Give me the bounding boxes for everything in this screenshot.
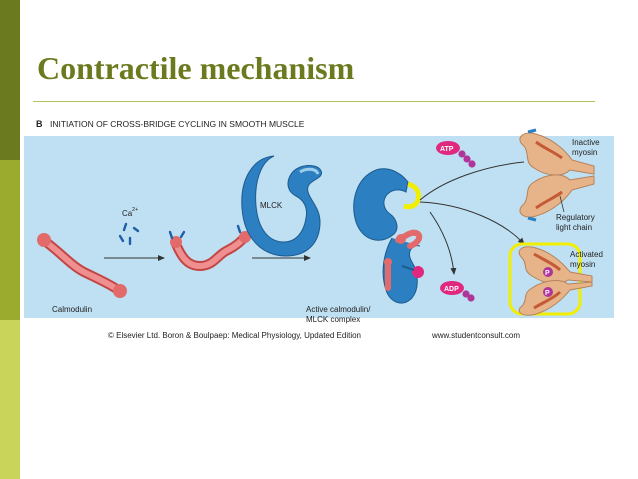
figure-website: www.studentconsult.com xyxy=(431,331,520,340)
calcium-ions xyxy=(118,222,140,246)
title-divider xyxy=(33,101,595,102)
inactive-label-line2: myosin xyxy=(572,148,597,157)
arrow-atp-in xyxy=(419,161,525,201)
activated-myosin xyxy=(508,242,593,316)
adp-label: ADP xyxy=(444,286,459,293)
calcium-charge: 2+ xyxy=(132,207,138,213)
active-mlck-complex xyxy=(353,168,424,304)
inactive-myosin xyxy=(519,128,595,222)
complex-label-line2: MLCK complex xyxy=(306,315,360,324)
calmodulin-molecule xyxy=(37,233,127,298)
sidebar-segment-dark xyxy=(0,0,20,160)
regulatory-label-line2: light chain xyxy=(556,223,592,232)
calmodulin-label: Calmodulin xyxy=(52,305,92,314)
adp-molecule xyxy=(440,281,475,302)
phosphate-label-upper: P xyxy=(545,270,550,277)
mlck-label: MLCK xyxy=(260,201,283,210)
figure-caption: INITIATION OF CROSS-BRIDGE CYCLING IN SM… xyxy=(50,119,305,129)
slide-sidebar-bar xyxy=(0,0,20,479)
cross-bridge-diagram: B INITIATION OF CROSS-BRIDGE CYCLING IN … xyxy=(24,112,614,348)
inactive-label-line1: Inactive xyxy=(572,138,600,147)
arrow-phosphorylation xyxy=(419,201,525,245)
complex-label-line1: Active calmodulin/ xyxy=(306,305,371,314)
atp-label: ATP xyxy=(440,146,454,153)
activated-label-line2: myosin xyxy=(570,260,595,269)
sidebar-segment-mid xyxy=(0,160,20,320)
regulatory-pointer xyxy=(559,195,565,213)
atp-molecule xyxy=(436,141,476,168)
phosphate-upper-icon xyxy=(543,267,553,277)
arrow-adp-out xyxy=(429,211,457,275)
regulatory-label-line1: Regulatory xyxy=(556,213,595,222)
phosphate-label-lower: P xyxy=(545,290,550,297)
calcium-label: Ca xyxy=(122,209,133,218)
mlck-enzyme xyxy=(241,155,322,257)
figure-credit: © Elsevier Ltd. Boron & Boulpaep: Medica… xyxy=(108,331,361,340)
panel-letter: B xyxy=(36,119,43,129)
sidebar-segment-light xyxy=(0,320,20,479)
slide-title: Contractile mechanism xyxy=(37,50,355,86)
activated-label-line1: Activated xyxy=(570,250,603,259)
phosphate-lower-icon xyxy=(543,287,553,297)
